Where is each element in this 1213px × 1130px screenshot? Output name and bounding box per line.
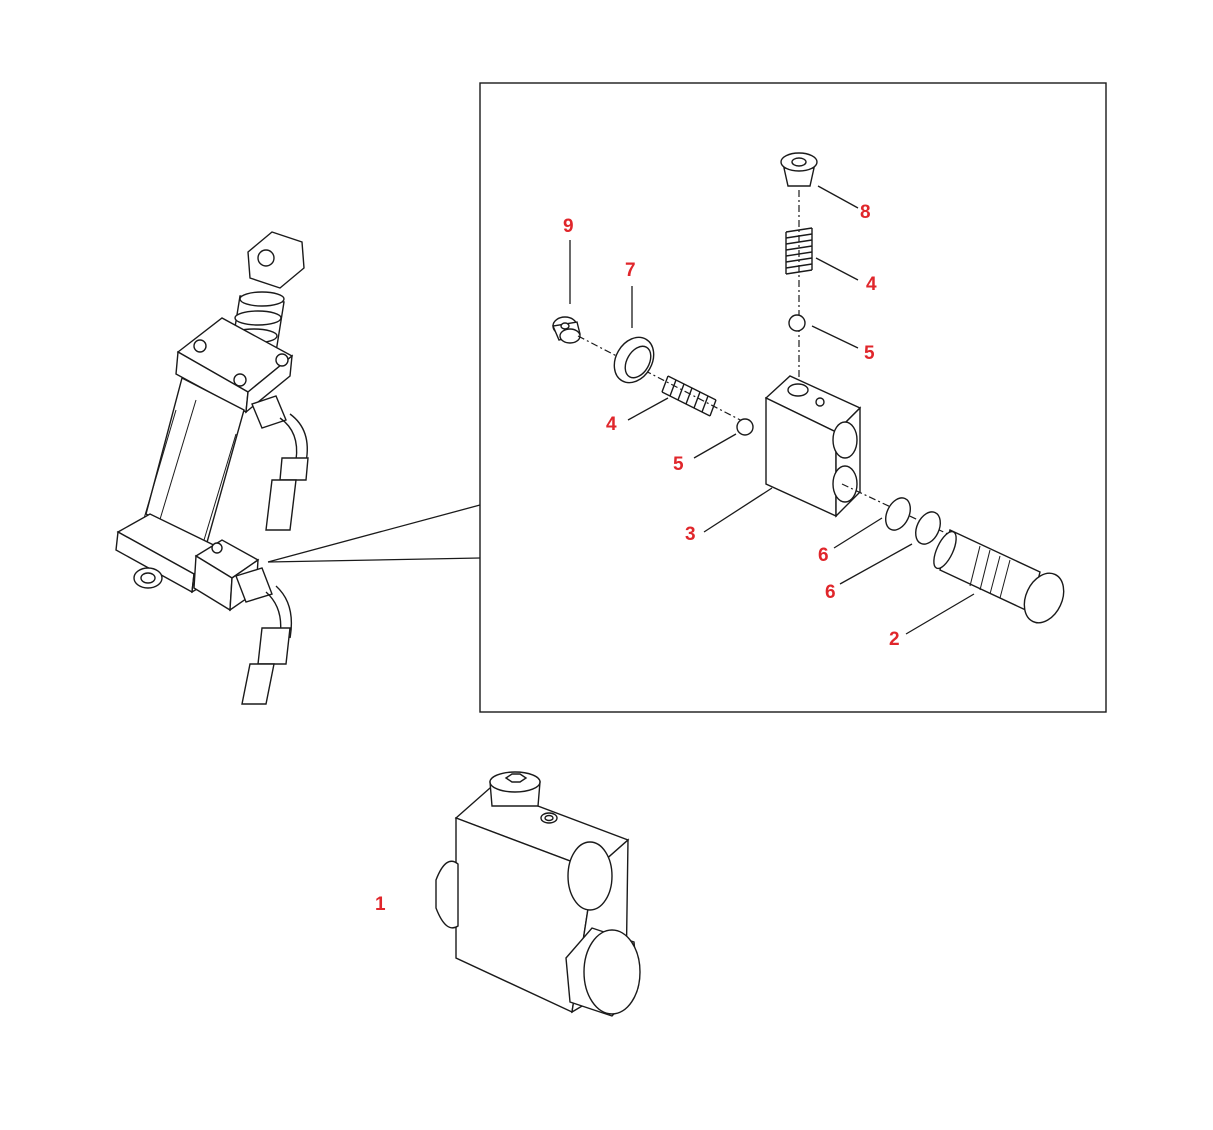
- part-5-upper-ball: [788, 314, 806, 332]
- part-5-lower-ball: [736, 418, 754, 436]
- callout-4-lower: 4: [606, 414, 617, 435]
- callout-6-upper: 6: [818, 545, 829, 566]
- callout-5-upper: 5: [864, 343, 875, 364]
- detail-frame: [479, 82, 1107, 713]
- part-6-lower-oring: [915, 511, 941, 545]
- callout-labels: 8 4 5 9 7 4 5 3 6 6 2 1: [375, 202, 900, 915]
- hydraulic-cylinder-assembly: [115, 231, 309, 705]
- callout-3: 3: [685, 524, 696, 545]
- callout-4-upper: 4: [866, 274, 877, 295]
- diagonal-axis-line: [577, 335, 749, 425]
- leader-lines: [569, 185, 975, 635]
- part-2-cartridge: [933, 529, 1065, 624]
- callout-9: 9: [563, 216, 574, 237]
- detail-pointer-lines: [267, 504, 481, 563]
- part-7-ring: [613, 336, 655, 384]
- callout-6-lower: 6: [825, 582, 836, 603]
- part-4-lower-spring: [661, 375, 717, 417]
- callout-8: 8: [860, 202, 871, 223]
- part-1-valve-assembly: [435, 771, 641, 1017]
- callout-7: 7: [625, 260, 636, 281]
- callout-5-lower: 5: [673, 454, 684, 475]
- part-4-upper-spring: [785, 227, 813, 275]
- part-3-valve-body: [764, 375, 862, 518]
- callout-1: 1: [375, 894, 386, 915]
- callout-2: 2: [889, 629, 900, 650]
- part-8-plug: [780, 152, 818, 187]
- part-6-upper-oring: [885, 497, 911, 531]
- part-9-nut: [552, 316, 581, 344]
